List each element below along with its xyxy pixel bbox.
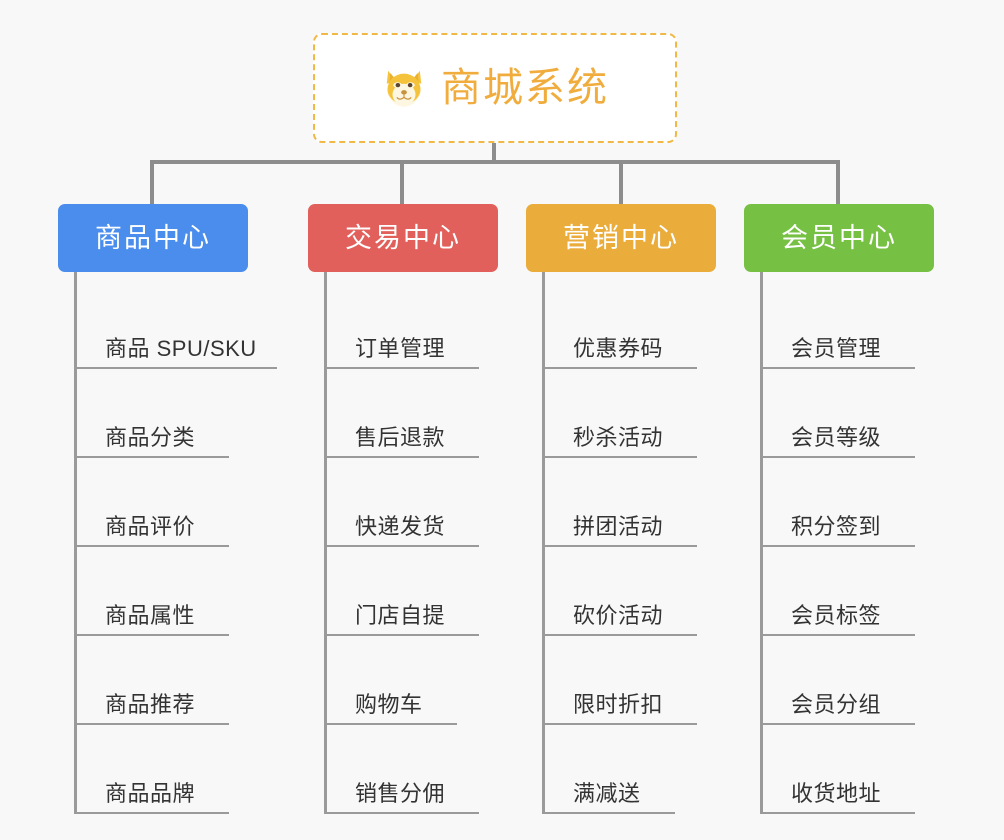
leaf-underline [545,634,697,636]
list-item[interactable]: 商品分类 [77,369,232,458]
list-item[interactable]: 商品推荐 [77,636,232,725]
leaf-underline [545,812,675,814]
list-item[interactable]: 商品品牌 [77,725,232,814]
branch-header-product-center[interactable]: 商品中心 [58,204,248,272]
leaf-underline [77,812,229,814]
branch-header-label: 商品中心 [95,222,211,253]
list-item[interactable]: 购物车 [327,636,482,725]
leaf-label: 商品评价 [105,514,196,539]
leaf-underline [763,634,915,636]
branch-header-trade-center[interactable]: 交易中心 [308,204,498,272]
leaf-label: 积分签到 [791,514,882,539]
dog-face-icon [386,70,422,107]
list-item[interactable]: 收货地址 [763,725,918,814]
connector-root-stem [492,143,496,164]
leaf-underline [545,367,697,369]
connector-horizontal-bar [150,160,840,164]
leaf-underline [545,456,697,458]
branch-header-member-center[interactable]: 会员中心 [744,204,934,272]
leaf-label: 销售分佣 [355,781,446,806]
list-item[interactable]: 积分签到 [763,458,918,547]
list-item[interactable]: 秒杀活动 [545,369,700,458]
list-item[interactable]: 商品 SPU/SKU [77,280,277,369]
connector-drop-marketing-center [619,160,623,204]
leaf-label: 砍价活动 [573,603,664,628]
leaf-underline [763,812,915,814]
branch-header-label: 交易中心 [345,222,461,253]
leaf-label: 快递发货 [355,514,446,539]
leaf-label: 会员管理 [791,336,882,361]
leaf-label: 商品分类 [105,425,196,450]
list-item[interactable]: 门店自提 [327,547,482,636]
leaf-label: 会员等级 [791,425,882,450]
connector-drop-trade-center [400,160,404,204]
leaf-underline [545,723,697,725]
list-item[interactable]: 商品属性 [77,547,232,636]
leaf-list-member-center: 会员管理 会员等级 积分签到 会员标签 会员分组 收货地址 [760,272,934,814]
leaf-label: 拼团活动 [573,514,664,539]
leaf-label: 满减送 [573,781,641,806]
connector-drop-product-center [150,160,154,204]
list-item[interactable]: 优惠券码 [545,280,700,369]
branch-trade-center: 交易中心 订单管理 售后退款 快递发货 门店自提 购物车 [308,204,498,814]
leaf-underline [77,545,229,547]
leaf-underline [545,545,697,547]
branch-marketing-center: 营销中心 优惠券码 秒杀活动 拼团活动 砍价活动 限时折扣 [526,204,716,814]
leaf-label: 商品品牌 [105,781,196,806]
list-item[interactable]: 限时折扣 [545,636,700,725]
root-node[interactable]: 商城系统 [313,33,677,143]
leaf-underline [763,545,915,547]
leaf-label: 收货地址 [791,781,882,806]
leaf-label: 商品属性 [105,603,196,628]
leaf-underline [77,723,229,725]
leaf-label: 订单管理 [355,336,446,361]
leaf-label: 秒杀活动 [573,425,664,450]
branch-header-label: 会员中心 [781,222,897,253]
leaf-underline [763,367,915,369]
list-item[interactable]: 售后退款 [327,369,482,458]
list-item[interactable]: 订单管理 [327,280,482,369]
leaf-underline [327,634,479,636]
list-item[interactable]: 快递发货 [327,458,482,547]
list-item[interactable]: 拼团活动 [545,458,700,547]
leaf-underline [77,367,277,369]
leaf-label: 门店自提 [355,603,446,628]
leaf-underline [327,367,479,369]
list-item[interactable]: 销售分佣 [327,725,482,814]
leaf-underline [327,456,479,458]
leaf-label: 会员分组 [791,692,882,717]
list-item[interactable]: 商品评价 [77,458,232,547]
leaf-label: 售后退款 [355,425,446,450]
leaf-list-marketing-center: 优惠券码 秒杀活动 拼团活动 砍价活动 限时折扣 满减送 [542,272,716,814]
leaf-underline [327,812,479,814]
list-item[interactable]: 会员等级 [763,369,918,458]
leaf-underline [763,456,915,458]
leaf-list-product-center: 商品 SPU/SKU 商品分类 商品评价 商品属性 商品推荐 商品品牌 [74,272,277,814]
list-item[interactable]: 会员管理 [763,280,918,369]
leaf-label: 商品推荐 [105,692,196,717]
list-item[interactable]: 砍价活动 [545,547,700,636]
leaf-label: 购物车 [355,692,423,717]
leaf-label: 会员标签 [791,603,882,628]
branch-product-center: 商品中心 商品 SPU/SKU 商品分类 商品评价 商品属性 商品推荐 [58,204,277,814]
root-title: 商城系统 [441,66,609,110]
leaf-underline [77,456,229,458]
connector-drop-member-center [836,160,840,204]
leaf-underline [763,723,915,725]
leaf-underline [77,634,229,636]
branch-header-marketing-center[interactable]: 营销中心 [526,204,716,272]
leaf-underline [327,723,457,725]
list-item[interactable]: 会员标签 [763,547,918,636]
branch-member-center: 会员中心 会员管理 会员等级 积分签到 会员标签 会员分组 [744,204,934,814]
leaf-label: 限时折扣 [573,692,664,717]
list-item[interactable]: 满减送 [545,725,700,814]
list-item[interactable]: 会员分组 [763,636,918,725]
branch-header-label: 营销中心 [563,222,679,253]
leaf-label: 商品 SPU/SKU [105,336,257,361]
leaf-list-trade-center: 订单管理 售后退款 快递发货 门店自提 购物车 销售分佣 [324,272,498,814]
leaf-label: 优惠券码 [573,336,664,361]
leaf-underline [327,545,479,547]
